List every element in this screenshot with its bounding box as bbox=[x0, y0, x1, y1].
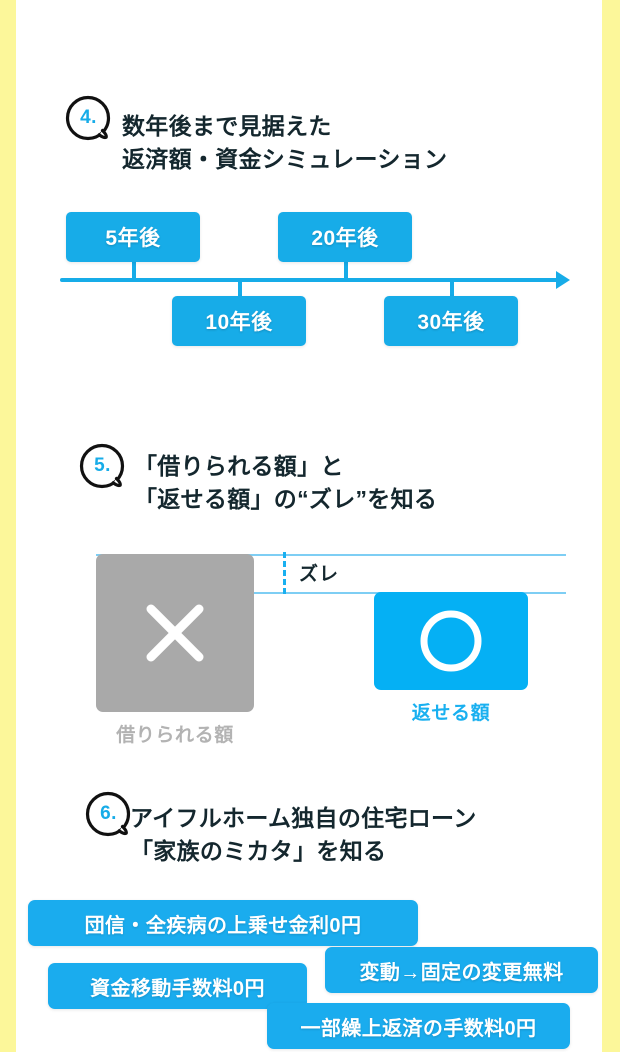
content-canvas: 4. 数年後まで見据えた 返済額・資金シミュレーション 5年後 10年後 20年… bbox=[16, 0, 602, 1052]
right-yellow-rail bbox=[602, 0, 620, 1052]
feature-tag-3[interactable]: 資金移動手数料0円 bbox=[48, 963, 307, 1009]
step-number-4: 4. bbox=[80, 107, 97, 128]
step-number-6: 6. bbox=[100, 803, 117, 824]
section-4-heading: 数年後まで見据えた 返済額・資金シミュレーション bbox=[122, 113, 448, 172]
speech-bubble-icon bbox=[79, 443, 125, 489]
circle-icon bbox=[420, 610, 482, 672]
step-badge-6: 6. bbox=[84, 790, 132, 838]
gap-upper-line bbox=[96, 554, 566, 556]
timeline-tick-4 bbox=[450, 278, 454, 298]
section-6-heading: アイフルホーム独自の住宅ローン 「家族のミカタ」を知る bbox=[130, 805, 477, 864]
step-badge-4: 4. bbox=[64, 94, 112, 142]
gap-diagram: ズレ 借りられる額 返せる額 bbox=[16, 540, 602, 760]
section-5-heading: 「借りられる額」と 「返せる額」の“ズレ”を知る bbox=[134, 453, 438, 512]
timeline-tick-2 bbox=[238, 278, 242, 298]
step-number-5: 5. bbox=[94, 455, 111, 476]
section-5: 5. 「借りられる額」と 「返せる額」の“ズレ”を知る ズレ 借りられる額 bbox=[16, 430, 602, 760]
speech-bubble-icon bbox=[65, 95, 111, 141]
left-yellow-rail bbox=[0, 0, 16, 1052]
timeline-milestone-10y[interactable]: 10年後 bbox=[172, 296, 306, 346]
timeline-tick-1 bbox=[132, 260, 136, 280]
timeline-axis bbox=[60, 278, 558, 282]
feature-tag-4[interactable]: 一部繰上返済の手数料0円 bbox=[267, 1003, 570, 1049]
gap-dashed-marker bbox=[283, 552, 286, 594]
feature-tag-2[interactable]: 変動→固定の変更無料 bbox=[325, 947, 598, 993]
timeline-tick-3 bbox=[344, 260, 348, 280]
cross-icon bbox=[146, 604, 204, 662]
step-badge-5: 5. bbox=[78, 442, 126, 490]
borrowable-amount-label: 借りられる額 bbox=[116, 725, 234, 746]
timeline: 5年後 10年後 20年後 30年後 bbox=[16, 200, 602, 360]
speech-bubble-icon bbox=[85, 791, 131, 837]
borrowable-amount-box bbox=[96, 554, 254, 712]
timeline-milestone-5y[interactable]: 5年後 bbox=[66, 212, 200, 262]
timeline-milestone-20y[interactable]: 20年後 bbox=[278, 212, 412, 262]
gap-label: ズレ bbox=[299, 564, 340, 585]
gap-lower-line bbox=[96, 592, 566, 594]
timeline-arrow-icon bbox=[556, 271, 570, 289]
repayable-amount-box bbox=[374, 592, 528, 690]
repayable-amount-label: 返せる額 bbox=[411, 703, 491, 724]
feature-tag-1[interactable]: 団信・全疾病の上乗せ金利0円 bbox=[28, 900, 418, 946]
timeline-milestone-30y[interactable]: 30年後 bbox=[384, 296, 518, 346]
section-6: 6. アイフルホーム独自の住宅ローン 「家族のミカタ」を知る 団信・全疾病の上乗… bbox=[16, 780, 602, 1052]
section-4: 4. 数年後まで見据えた 返済額・資金シミュレーション 5年後 10年後 20年… bbox=[16, 0, 602, 400]
